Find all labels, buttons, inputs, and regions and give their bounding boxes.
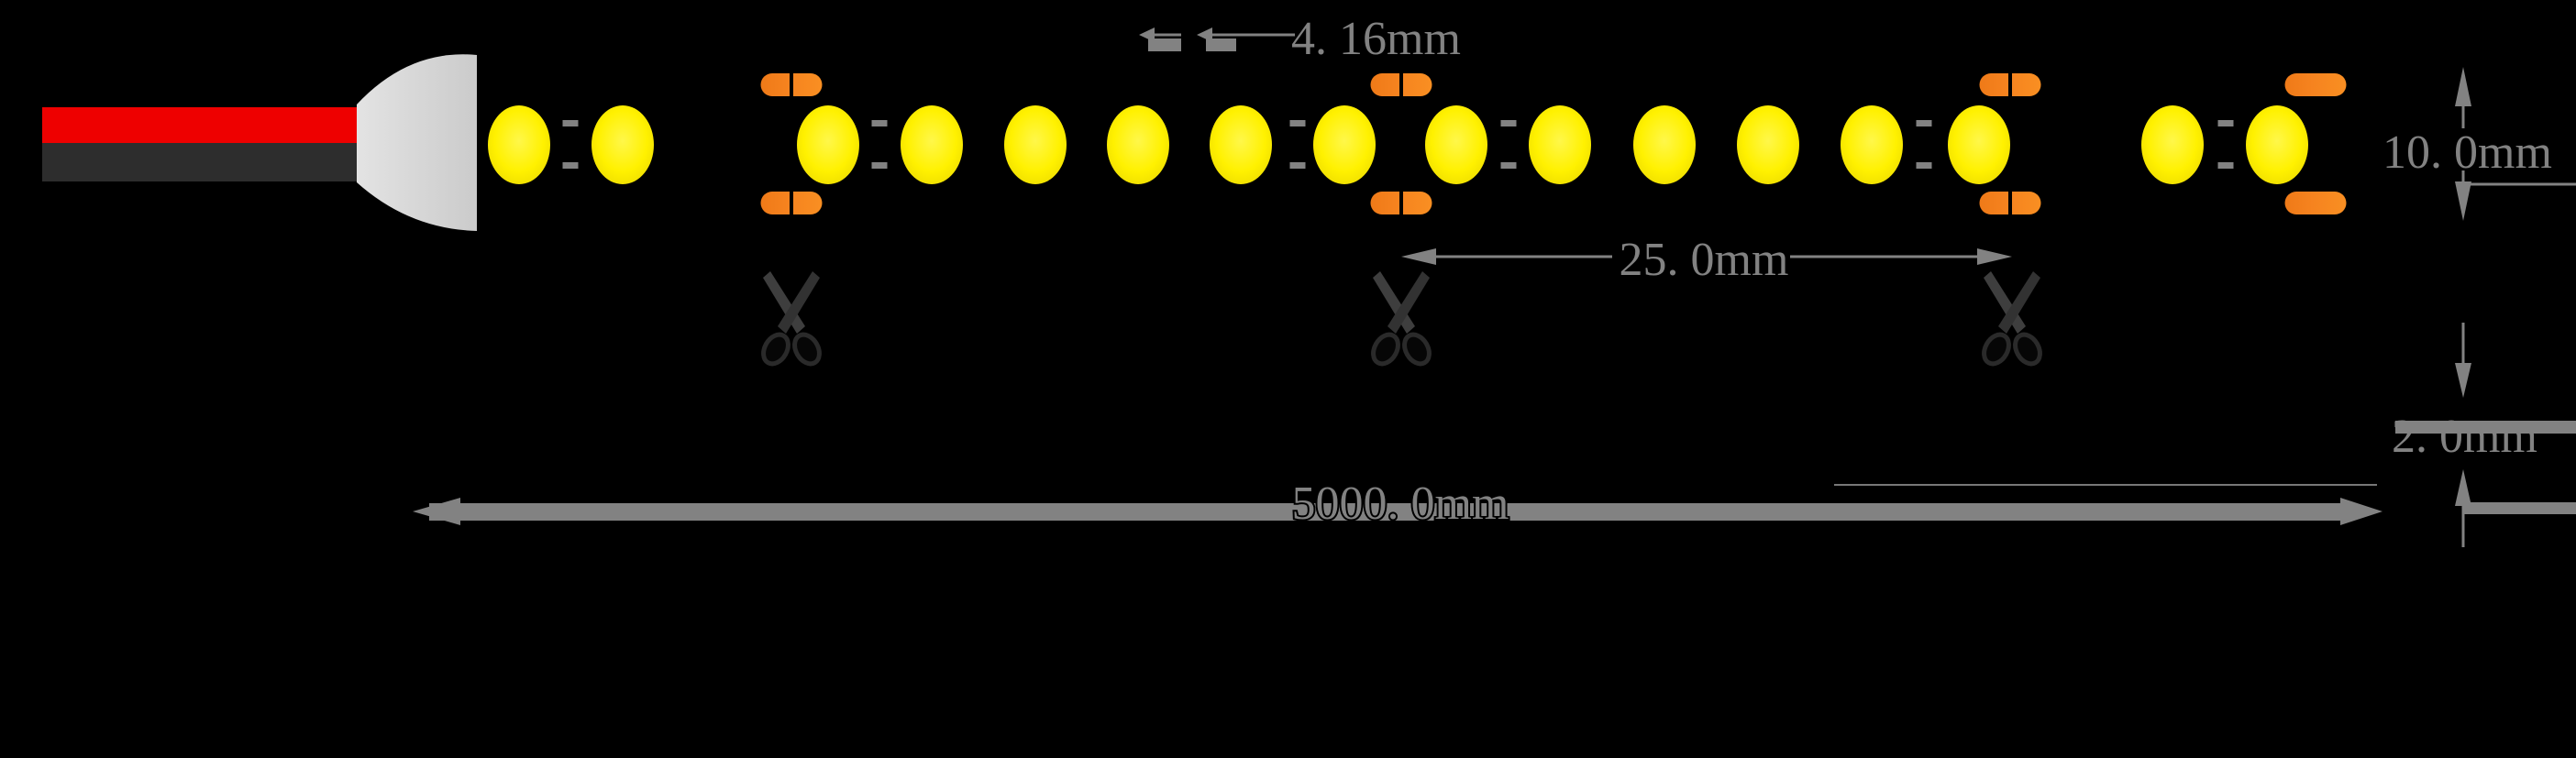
- dim-cut-length-label: 25. 0mm: [1620, 234, 1789, 286]
- end-pad-top: [2284, 73, 2347, 96]
- black-wire: [42, 143, 357, 181]
- thick-arrow-up-icon: [2455, 469, 2471, 506]
- led: [901, 105, 963, 184]
- cut-arrow-right-icon: [1977, 248, 2012, 265]
- led: [1004, 105, 1067, 184]
- led: [488, 105, 550, 184]
- dim-cut-length: 25. 0mm: [1401, 234, 2012, 286]
- solder-dash: [1500, 162, 1517, 169]
- led: [1841, 105, 1903, 184]
- led-row: [488, 105, 2308, 184]
- dim-strip-thickness: 2. 0mm: [2392, 323, 2576, 547]
- cut-pad-split-line: [1399, 191, 1403, 215]
- solder-dash: [1916, 162, 1932, 169]
- length-arrow-left-icon: [413, 498, 460, 525]
- solder-dash: [562, 162, 579, 169]
- dim-strip-thickness-label: 2. 0mm: [2392, 411, 2537, 463]
- led: [1633, 105, 1696, 184]
- thick-ext-bar-bottom: [2463, 502, 2576, 514]
- led: [1313, 105, 1376, 184]
- width-arrow-down-icon: [2455, 181, 2471, 221]
- solder-dash: [871, 162, 888, 169]
- solder-dash: [2217, 120, 2234, 126]
- dim-led-pitch: 4. 16mm: [1139, 13, 1461, 65]
- dim-total-length: 5000. 0mm: [413, 476, 2383, 532]
- width-shaft-bottom: [2461, 170, 2465, 183]
- dim-led-pitch-label: 4. 16mm: [1291, 13, 1461, 65]
- width-arrow-up-icon: [2455, 67, 2471, 106]
- led: [1529, 105, 1591, 184]
- pitch-tick-block-1: [1148, 38, 1181, 51]
- end-cap-connector: [357, 54, 477, 231]
- length-arrow-right-icon: [2340, 498, 2383, 525]
- solder-dash: [1500, 120, 1517, 126]
- dim-strip-width: 10. 0mm: [2383, 67, 2576, 221]
- led: [1425, 105, 1487, 184]
- led: [1210, 105, 1272, 184]
- thick-ext-bar-top: [2395, 421, 2576, 434]
- cut-pad-split-line: [2008, 191, 2012, 215]
- led: [1737, 105, 1799, 184]
- cut-arrow-left-icon: [1401, 248, 1436, 265]
- red-wire: [42, 107, 357, 143]
- thick-shaft-bottom: [2461, 504, 2465, 547]
- width-shaft-top: [2461, 104, 2465, 128]
- solder-dash: [1916, 120, 1932, 126]
- cut-pad-split-line: [790, 191, 793, 215]
- dim-strip-width-label: 10. 0mm: [2383, 126, 2552, 179]
- led: [591, 105, 654, 184]
- dim-total-length-label: 5000. 0mm: [1292, 478, 1509, 530]
- led: [1107, 105, 1169, 184]
- thick-arrow-down-icon: [2455, 363, 2471, 398]
- pitch-tick-block-2: [1206, 38, 1236, 51]
- led: [2141, 105, 2204, 184]
- led: [797, 105, 859, 184]
- cut-pad-split-line: [790, 72, 793, 97]
- solder-dash: [1289, 162, 1306, 169]
- cut-pad-split-line: [2008, 72, 2012, 97]
- led: [2246, 105, 2308, 184]
- solder-dash: [2217, 162, 2234, 169]
- solder-dash-layer: [562, 120, 2234, 169]
- cut-pad-split-line: [1399, 72, 1403, 97]
- end-pad-bottom: [2284, 192, 2347, 214]
- thick-shaft-top: [2461, 323, 2465, 365]
- led: [1948, 105, 2010, 184]
- solder-dash: [562, 120, 579, 126]
- cut-pad-layer: [760, 72, 2347, 215]
- length-bar: [429, 503, 2346, 521]
- solder-dash: [1289, 120, 1306, 126]
- solder-dash: [871, 120, 888, 126]
